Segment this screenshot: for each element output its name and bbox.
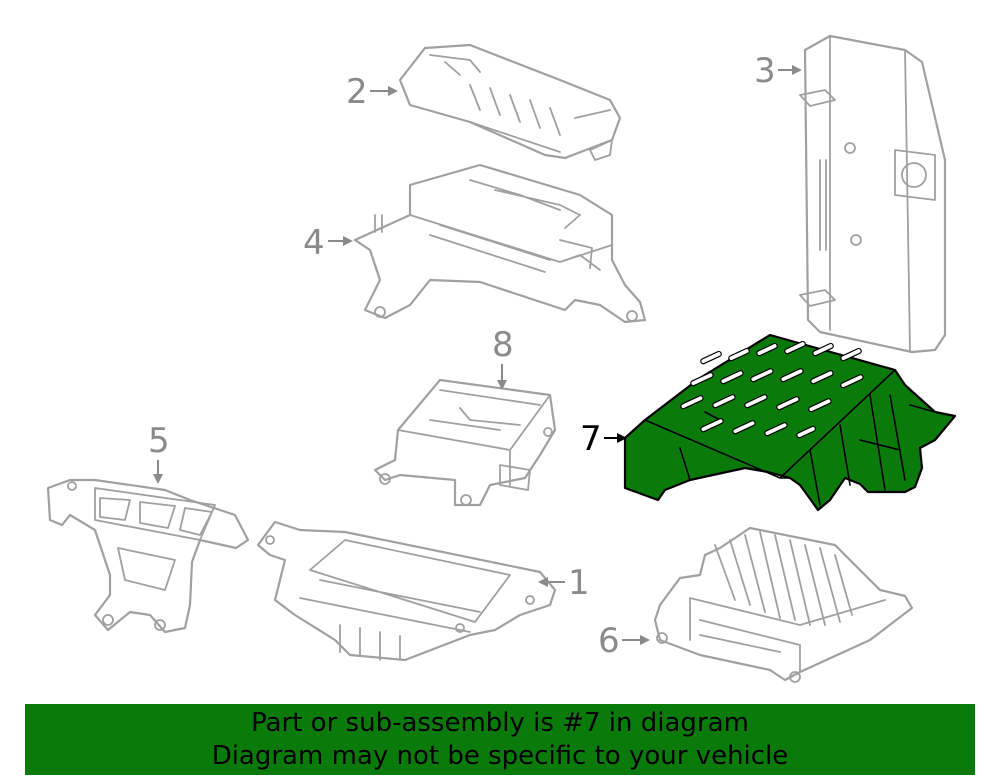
part-4-module[interactable] [353, 163, 647, 324]
callout-3: 3 [754, 51, 802, 91]
part-8-module[interactable] [373, 378, 557, 507]
svg-text:1: 1 [568, 563, 590, 603]
svg-text:7: 7 [580, 419, 602, 459]
banner-line-1: Part or sub-assembly is #7 in diagram [251, 708, 749, 738]
svg-text:8: 8 [492, 325, 514, 365]
callout-7: 7 [580, 419, 627, 459]
svg-text:6: 6 [598, 621, 620, 661]
parts-diagram: 2 3 4 8 [46, 34, 957, 683]
svg-text:4: 4 [303, 223, 325, 263]
callout-5: 5 [148, 421, 170, 484]
svg-text:5: 5 [148, 421, 170, 461]
part-7-cover[interactable] [623, 333, 957, 512]
svg-text:2: 2 [346, 72, 368, 112]
part-1-module[interactable] [256, 520, 557, 662]
callout-8: 8 [492, 325, 514, 390]
part-info-banner: Part or sub-assembly is #7 in diagram Di… [25, 704, 975, 775]
callout-1: 1 [538, 563, 590, 603]
callout-2: 2 [346, 72, 398, 112]
callout-4: 4 [303, 223, 353, 263]
svg-text:3: 3 [754, 51, 776, 91]
part-5-bracket[interactable] [46, 478, 250, 634]
banner-line-2: Diagram may not be specific to your vehi… [211, 741, 789, 771]
part-6-module[interactable] [653, 526, 914, 683]
callout-6: 6 [598, 621, 650, 661]
part-3-module[interactable] [799, 34, 947, 354]
part-2-module[interactable] [398, 43, 622, 161]
